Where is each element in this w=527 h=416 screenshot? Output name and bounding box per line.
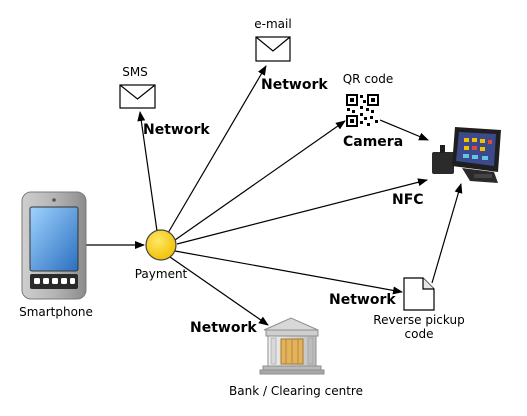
edge-payment-to-terminal — [176, 178, 428, 245]
bank-label: Bank / Clearing centre — [229, 384, 363, 398]
nfc-label: NFC — [392, 192, 424, 208]
sms-label: SMS — [122, 65, 148, 79]
email-network-label: Network — [261, 77, 328, 93]
smartphone-label: Smartphone — [19, 305, 93, 319]
reverse-pickup-label: Reverse pickup code — [373, 313, 465, 341]
envelope-icon — [119, 84, 156, 109]
camera-label: Camera — [343, 134, 404, 150]
edge-payment-to-email — [167, 65, 267, 234]
edge-payment-to-qr — [174, 120, 346, 241]
pos-terminal-icon — [432, 127, 501, 183]
payment-node — [145, 229, 177, 261]
edges — [86, 65, 463, 326]
edge-payment-to-reverse — [174, 250, 403, 295]
sms-network-label: Network — [143, 122, 210, 138]
bank-icon — [259, 317, 325, 375]
email-label: e-mail — [254, 17, 292, 31]
qr-code-icon — [346, 94, 379, 127]
edge-payment-to-sms — [137, 111, 158, 232]
qr-code-label: QR code — [342, 72, 394, 86]
phone-icon — [21, 191, 87, 300]
payment-label: Payment — [134, 267, 188, 281]
document-icon — [403, 277, 435, 311]
reverse-network-label: Network — [329, 292, 396, 308]
edge-reverse-to-terminal — [431, 183, 463, 284]
edge-qr-to-terminal — [379, 119, 429, 141]
edge-payment-to-bank — [169, 256, 269, 326]
bank-network-label: Network — [190, 320, 257, 336]
envelope-icon — [255, 36, 291, 62]
